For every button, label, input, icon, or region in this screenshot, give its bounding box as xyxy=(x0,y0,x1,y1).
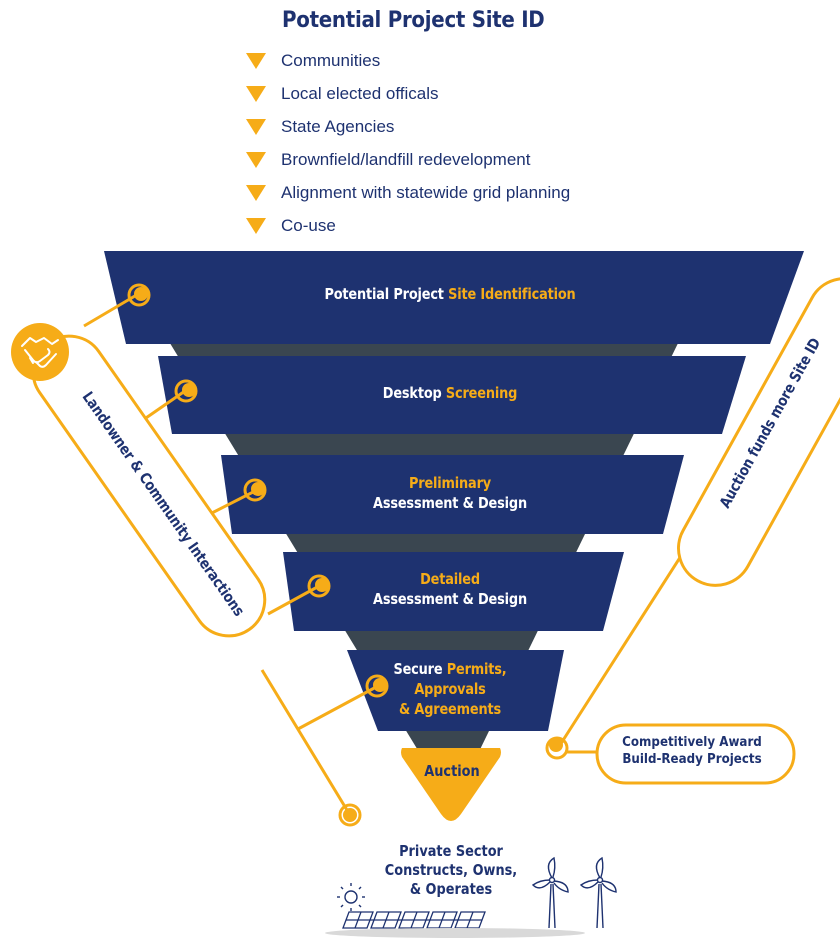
bullet-label: Communities xyxy=(281,50,381,70)
triangle-bullet-icon xyxy=(246,217,266,234)
funnel-stage-5 xyxy=(347,650,564,731)
funnel-stage-4 xyxy=(283,552,624,631)
triangle-bullet-icon xyxy=(246,118,266,135)
triangle-bullet-icon xyxy=(246,85,266,102)
diagram-title: Potential Project Site ID xyxy=(282,8,545,33)
funnel-stage-1 xyxy=(104,251,804,344)
handshake-icon xyxy=(21,337,59,368)
stage-5-label: Secure Permits, Approvals & Agreements xyxy=(393,660,507,718)
auction-label: Auction xyxy=(424,762,480,780)
funnel-stage-3 xyxy=(221,455,684,534)
bullet-label: Co-use xyxy=(281,215,336,235)
list-item: Local elected officals xyxy=(246,77,570,110)
stage-1-label: Potential Project Site Identification xyxy=(324,285,576,303)
stage-2-marker-dot xyxy=(182,383,196,397)
site-id-bullet-list: Communities Local elected officals State… xyxy=(246,44,570,242)
bullet-label: Alignment with statewide grid planning xyxy=(281,182,571,202)
award-box xyxy=(595,723,796,785)
stage-1-marker xyxy=(127,283,151,307)
bullet-label: Brownfield/landfill redevelopment xyxy=(281,149,531,169)
bottom-marker-dot xyxy=(343,808,357,822)
list-item: Co-use xyxy=(246,209,570,242)
stage-2-label: Desktop Screening xyxy=(382,384,518,402)
triangle-bullet-icon xyxy=(246,52,266,69)
stage-markers xyxy=(127,283,389,827)
private-sector-label: Private Sector Constructs, Owns, & Opera… xyxy=(384,842,518,898)
bullet-label: State Agencies xyxy=(281,116,395,136)
stage-3-marker xyxy=(243,478,267,502)
stage-2-marker xyxy=(174,379,198,403)
solar-panel-icon xyxy=(342,911,486,929)
funnel-stage-2 xyxy=(158,356,746,434)
wind-turbine-icon xyxy=(531,856,617,929)
list-item: State Agencies xyxy=(246,110,570,143)
stage-1-marker-dot xyxy=(134,287,148,301)
list-item: Alignment with statewide grid planning xyxy=(246,176,570,209)
list-item: Communities xyxy=(246,44,570,77)
bottom-marker xyxy=(338,803,362,827)
list-item: Brownfield/landfill redevelopment xyxy=(246,143,570,176)
auction-stage xyxy=(401,748,501,821)
triangle-bullet-icon xyxy=(246,184,266,201)
stage-3-label: Preliminary Assessment & Design xyxy=(373,474,527,512)
right-marker xyxy=(545,736,569,760)
stage-5-marker-dot xyxy=(373,678,387,692)
stage-4-marker-dot xyxy=(315,578,329,592)
handshake-badge xyxy=(11,323,69,381)
award-label: Competitively Award Build-Ready Projects xyxy=(622,734,762,767)
triangle-bullet-icon xyxy=(246,151,266,168)
ground-shadow xyxy=(325,928,585,938)
stage-5-marker xyxy=(365,674,389,698)
stage-4-marker xyxy=(307,574,331,598)
right-marker-dot xyxy=(549,738,563,752)
bullet-label: Local elected officals xyxy=(281,83,439,103)
stage-3-marker-dot xyxy=(251,482,265,496)
auction-funds-pill xyxy=(677,277,840,587)
sun-icon xyxy=(337,883,365,911)
stage-4-label: Detailed Assessment & Design xyxy=(373,570,527,608)
